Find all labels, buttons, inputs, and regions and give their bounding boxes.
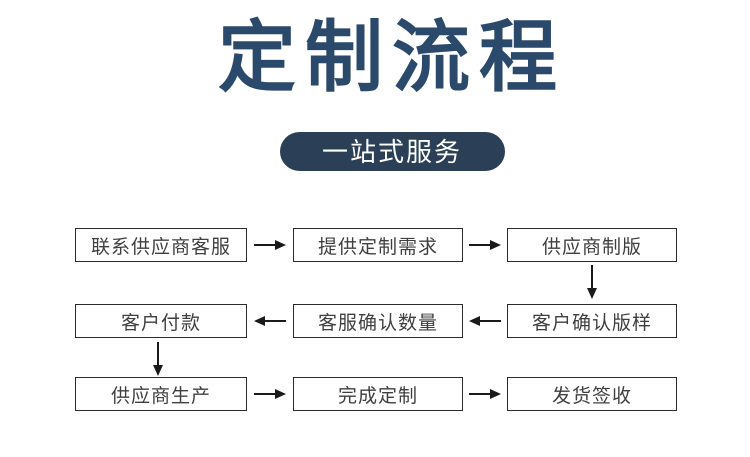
flow-step-label: 客服确认数量: [317, 312, 438, 334]
flow-step-label: 联系供应商客服: [90, 236, 231, 258]
service-banner: 一站式服务: [279, 132, 505, 172]
arrow-right-icon: [469, 239, 501, 251]
header: 定制流程 一站式服务: [17, 0, 750, 172]
page-title: 定制流程: [217, 14, 566, 101]
flow-step-service-confirm-quantity: 客服确认数量: [293, 304, 463, 338]
flow-step-ship-and-sign: 发货签收: [507, 377, 677, 411]
arrow-down-icon: [586, 265, 598, 299]
flow-step-supplier-plate-making: 供应商制版: [507, 228, 677, 262]
flow-step-contact-supplier-service: 联系供应商客服: [75, 228, 247, 262]
flow-step-label: 供应商生产: [110, 385, 211, 407]
service-banner-label: 一站式服务: [321, 137, 462, 168]
flow-step-label: 提供定制需求: [317, 236, 438, 258]
arrow-left-icon: [469, 315, 501, 327]
flow-step-label: 客户付款: [120, 312, 201, 334]
arrow-right-icon: [254, 239, 286, 251]
flow-step-customer-confirm-sample: 客户确认版样: [507, 304, 677, 338]
flow-step-label: 发货签收: [551, 385, 632, 407]
flow-step-label: 供应商制版: [541, 236, 642, 258]
flow-step-label: 客户确认版样: [531, 312, 652, 334]
arrow-down-icon: [152, 342, 164, 376]
arrow-right-icon: [469, 388, 501, 400]
flow-step-complete-customization: 完成定制: [293, 377, 463, 411]
flow-step-provide-requirements: 提供定制需求: [293, 228, 463, 262]
arrow-right-icon: [254, 388, 286, 400]
flow-step-supplier-production: 供应商生产: [75, 377, 247, 411]
arrow-left-icon: [254, 315, 286, 327]
flow-step-label: 完成定制: [337, 385, 418, 407]
flow-step-customer-payment: 客户付款: [75, 304, 247, 338]
